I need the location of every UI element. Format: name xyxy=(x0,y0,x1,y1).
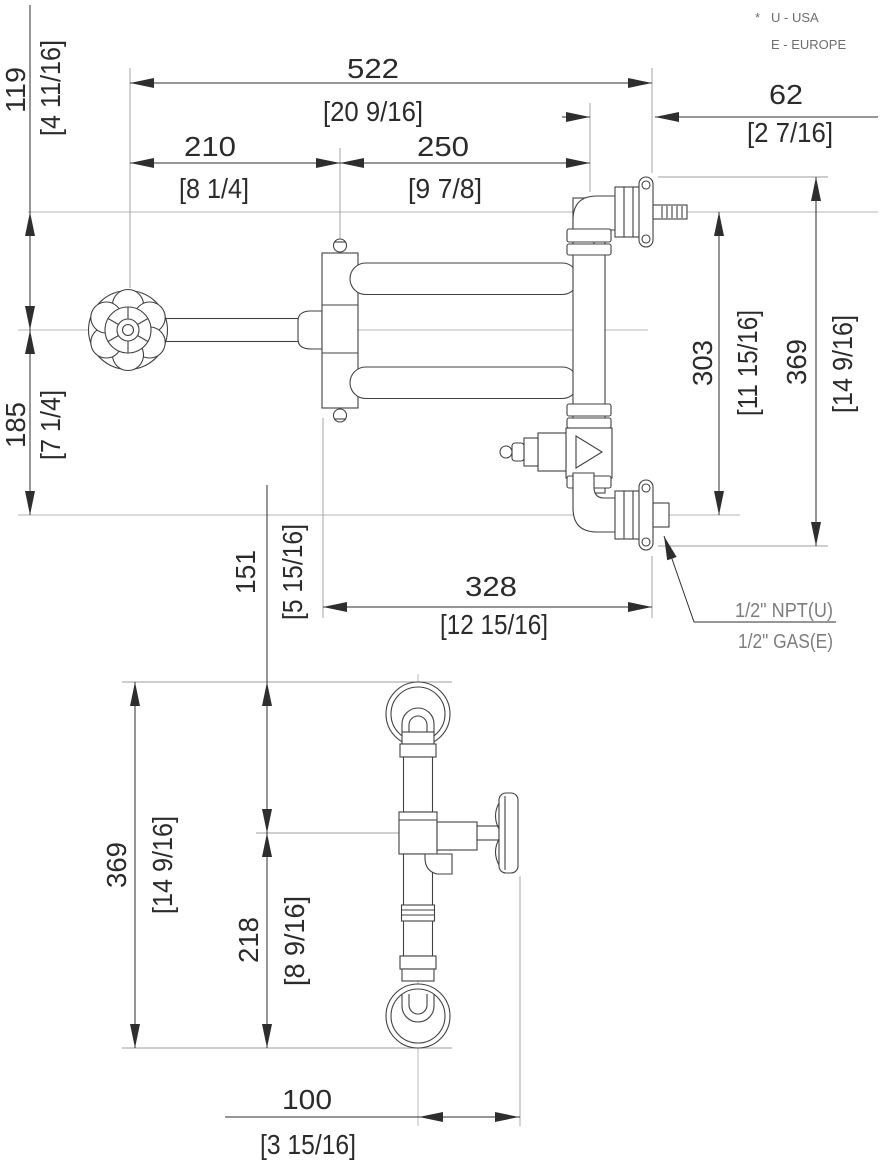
dim-119-mm: 119 xyxy=(0,67,31,113)
cross-handle xyxy=(87,288,169,372)
front-view xyxy=(87,176,688,551)
side-valve-tee xyxy=(398,811,500,855)
handle-spindle xyxy=(159,310,323,350)
connection-note-gas: 1/2" GAS(E) xyxy=(738,631,833,653)
dim-218-in: [8 9/16] xyxy=(279,896,310,986)
legend-star: * xyxy=(755,10,760,25)
connection-note-npt: 1/2" NPT(U) xyxy=(735,600,833,622)
dim-handle-to-body-210: 210 [8 1/4] xyxy=(130,131,340,204)
dim-210-in: [8 1/4] xyxy=(179,173,249,204)
dim-top-offset-119: 119 [4 11/16] xyxy=(0,5,66,330)
dim-riser-to-wall-62: 62 [2 7/16] xyxy=(562,79,878,148)
dim-303-in: [11 15/16] xyxy=(732,310,763,416)
connection-note-leader: 1/2" NPT(U) 1/2" GAS(E) xyxy=(663,535,836,653)
dim-62-in: [2 7/16] xyxy=(747,117,833,148)
side-spout xyxy=(424,853,453,875)
dim-328-in: [12 15/16] xyxy=(440,609,548,640)
valve-body xyxy=(321,238,359,423)
dim-62-mm: 62 xyxy=(769,79,803,110)
upper-elbow-assembly xyxy=(566,176,688,256)
dim-100-mm: 100 xyxy=(282,1084,332,1115)
diverter-valve xyxy=(499,403,613,479)
dim-top-to-handle-151: 151 [5 15/16] xyxy=(230,485,308,833)
dim-210-mm: 210 xyxy=(184,131,236,162)
dim-185-mm: 185 xyxy=(0,402,31,448)
dim-100-in: [3 15/16] xyxy=(260,1129,356,1160)
dim-522-in: [20 9/16] xyxy=(323,96,423,127)
centerlines-and-extension-lines xyxy=(18,68,878,1126)
dim-body-to-riser-250: 250 [9 7/8] xyxy=(340,131,590,204)
dim-overall-height-369-front: 369 [14 9/16] xyxy=(781,177,858,546)
dim-328-mm: 328 xyxy=(465,571,517,602)
dim-303-mm: 303 xyxy=(687,340,718,386)
dim-overall-height-369-side: 369 [14 9/16] xyxy=(101,682,178,1048)
legend-europe: E - EUROPE xyxy=(771,37,846,52)
bottom-wall-flange-circle xyxy=(385,955,451,1049)
dim-inlet-spacing-303: 303 [11 15/16] xyxy=(687,212,763,515)
lower-outlet-stub xyxy=(652,502,670,528)
dim-250-in: [9 7/8] xyxy=(408,173,482,204)
side-pipe-upper xyxy=(402,756,434,813)
legend-usa: U - USA xyxy=(771,10,819,25)
dim-body-to-wall-328: 328 [12 15/16] xyxy=(323,571,652,640)
top-wall-flange-circle xyxy=(385,681,451,758)
lower-elbow-assembly xyxy=(566,472,670,551)
side-view xyxy=(385,681,519,1049)
dimensions-front-view: 522 [20 9/16] 210 [8 1/4] 250 [9 7/8] 62… xyxy=(0,5,878,653)
top-crossbar xyxy=(349,262,579,296)
dim-handle-reach-100: 100 [3 15/16] xyxy=(225,1084,520,1160)
dim-119-in: [4 11/16] xyxy=(35,40,66,136)
dim-369-front-in: [14 9/16] xyxy=(827,315,858,413)
dim-369-side-mm: 369 xyxy=(101,842,132,888)
dim-369-front-mm: 369 xyxy=(781,339,812,385)
dim-522-mm: 522 xyxy=(347,53,399,84)
dim-369-side-in: [14 9/16] xyxy=(147,816,178,914)
dim-overall-width-522: 522 [20 9/16] xyxy=(130,53,652,127)
dim-218-mm: 218 xyxy=(233,917,264,963)
dim-handle-to-bottom-218: 218 [8 9/16] xyxy=(233,833,310,1048)
bottom-crossbar xyxy=(349,366,579,400)
dim-spout-drop-185: 185 [7 1/4] xyxy=(0,330,66,515)
dim-185-in: [7 1/4] xyxy=(35,390,66,460)
dimensions-side-view: 151 [5 15/16] 218 [8 9/16] 369 [14 9/16]… xyxy=(101,485,520,1160)
side-union-rings xyxy=(400,904,436,922)
dim-151-in: [5 15/16] xyxy=(277,524,308,620)
dim-151-mm: 151 xyxy=(230,550,261,594)
legend: * U - USA E - EUROPE xyxy=(755,10,846,52)
dim-250-mm: 250 xyxy=(417,131,469,162)
side-handle xyxy=(494,792,519,874)
